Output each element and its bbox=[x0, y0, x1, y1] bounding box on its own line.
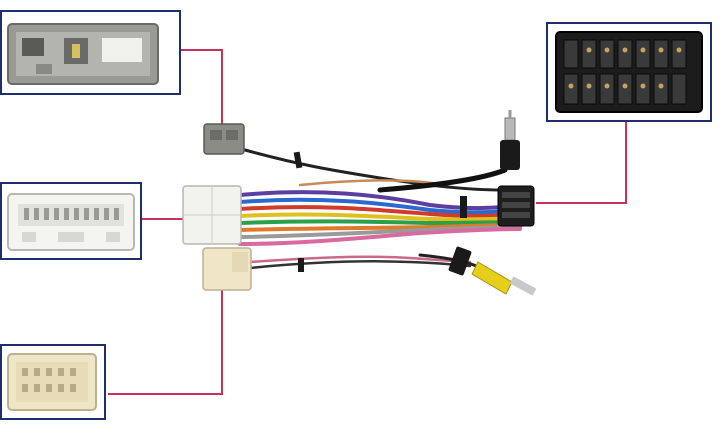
leader-lines bbox=[108, 49, 627, 395]
black-iso-connector bbox=[497, 185, 535, 227]
leader-line-grey bbox=[180, 49, 223, 128]
leader-line-cream bbox=[108, 288, 223, 395]
black-iso-connector-closeup bbox=[546, 22, 712, 122]
cream-connector-closeup bbox=[0, 344, 106, 420]
white-connector bbox=[182, 185, 242, 245]
white-connector-closeup-drawing bbox=[7, 193, 135, 251]
white-connector-closeup bbox=[0, 182, 142, 260]
zip-ties bbox=[293, 151, 467, 272]
grey-connector-closeup-drawing bbox=[7, 23, 159, 85]
grey-connector bbox=[203, 123, 245, 155]
cream-connector bbox=[202, 247, 252, 291]
antenna-plug bbox=[500, 110, 520, 170]
rca-plug bbox=[448, 246, 537, 296]
black-iso-connector-closeup-drawing bbox=[555, 31, 703, 113]
grey-connector-closeup bbox=[0, 10, 181, 95]
wire-bundle bbox=[238, 148, 522, 270]
cream-connector-closeup-drawing bbox=[7, 353, 97, 411]
leader-line-black bbox=[536, 122, 627, 204]
